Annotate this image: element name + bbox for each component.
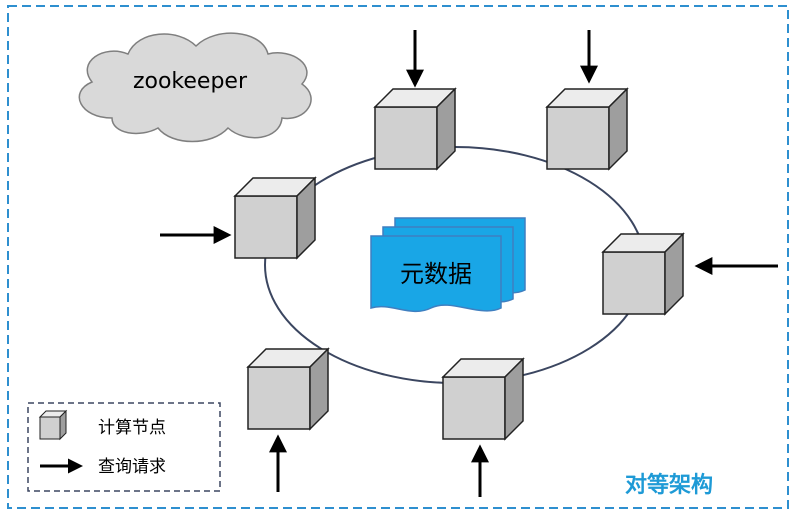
legend-node-label: 计算节点 <box>98 418 166 438</box>
compute-node <box>545 87 629 171</box>
zookeeper-cloud: zookeeper <box>78 32 312 143</box>
outer-frame <box>7 5 789 509</box>
legend-query-label: 查询请求 <box>98 457 166 477</box>
metadata-label: 元数据 <box>400 260 472 288</box>
compute-node <box>441 357 525 441</box>
compute-node <box>373 87 457 171</box>
legend-node-icon <box>38 409 68 441</box>
compute-node <box>601 232 685 316</box>
compute-node <box>233 176 317 260</box>
compute-node <box>246 347 330 431</box>
architecture-title: 对等架构 <box>625 472 713 498</box>
zookeeper-label: zookeeper <box>133 69 248 94</box>
metadata-document: 元数据 <box>370 217 526 313</box>
legend: 计算节点 查询请求 <box>27 402 221 492</box>
